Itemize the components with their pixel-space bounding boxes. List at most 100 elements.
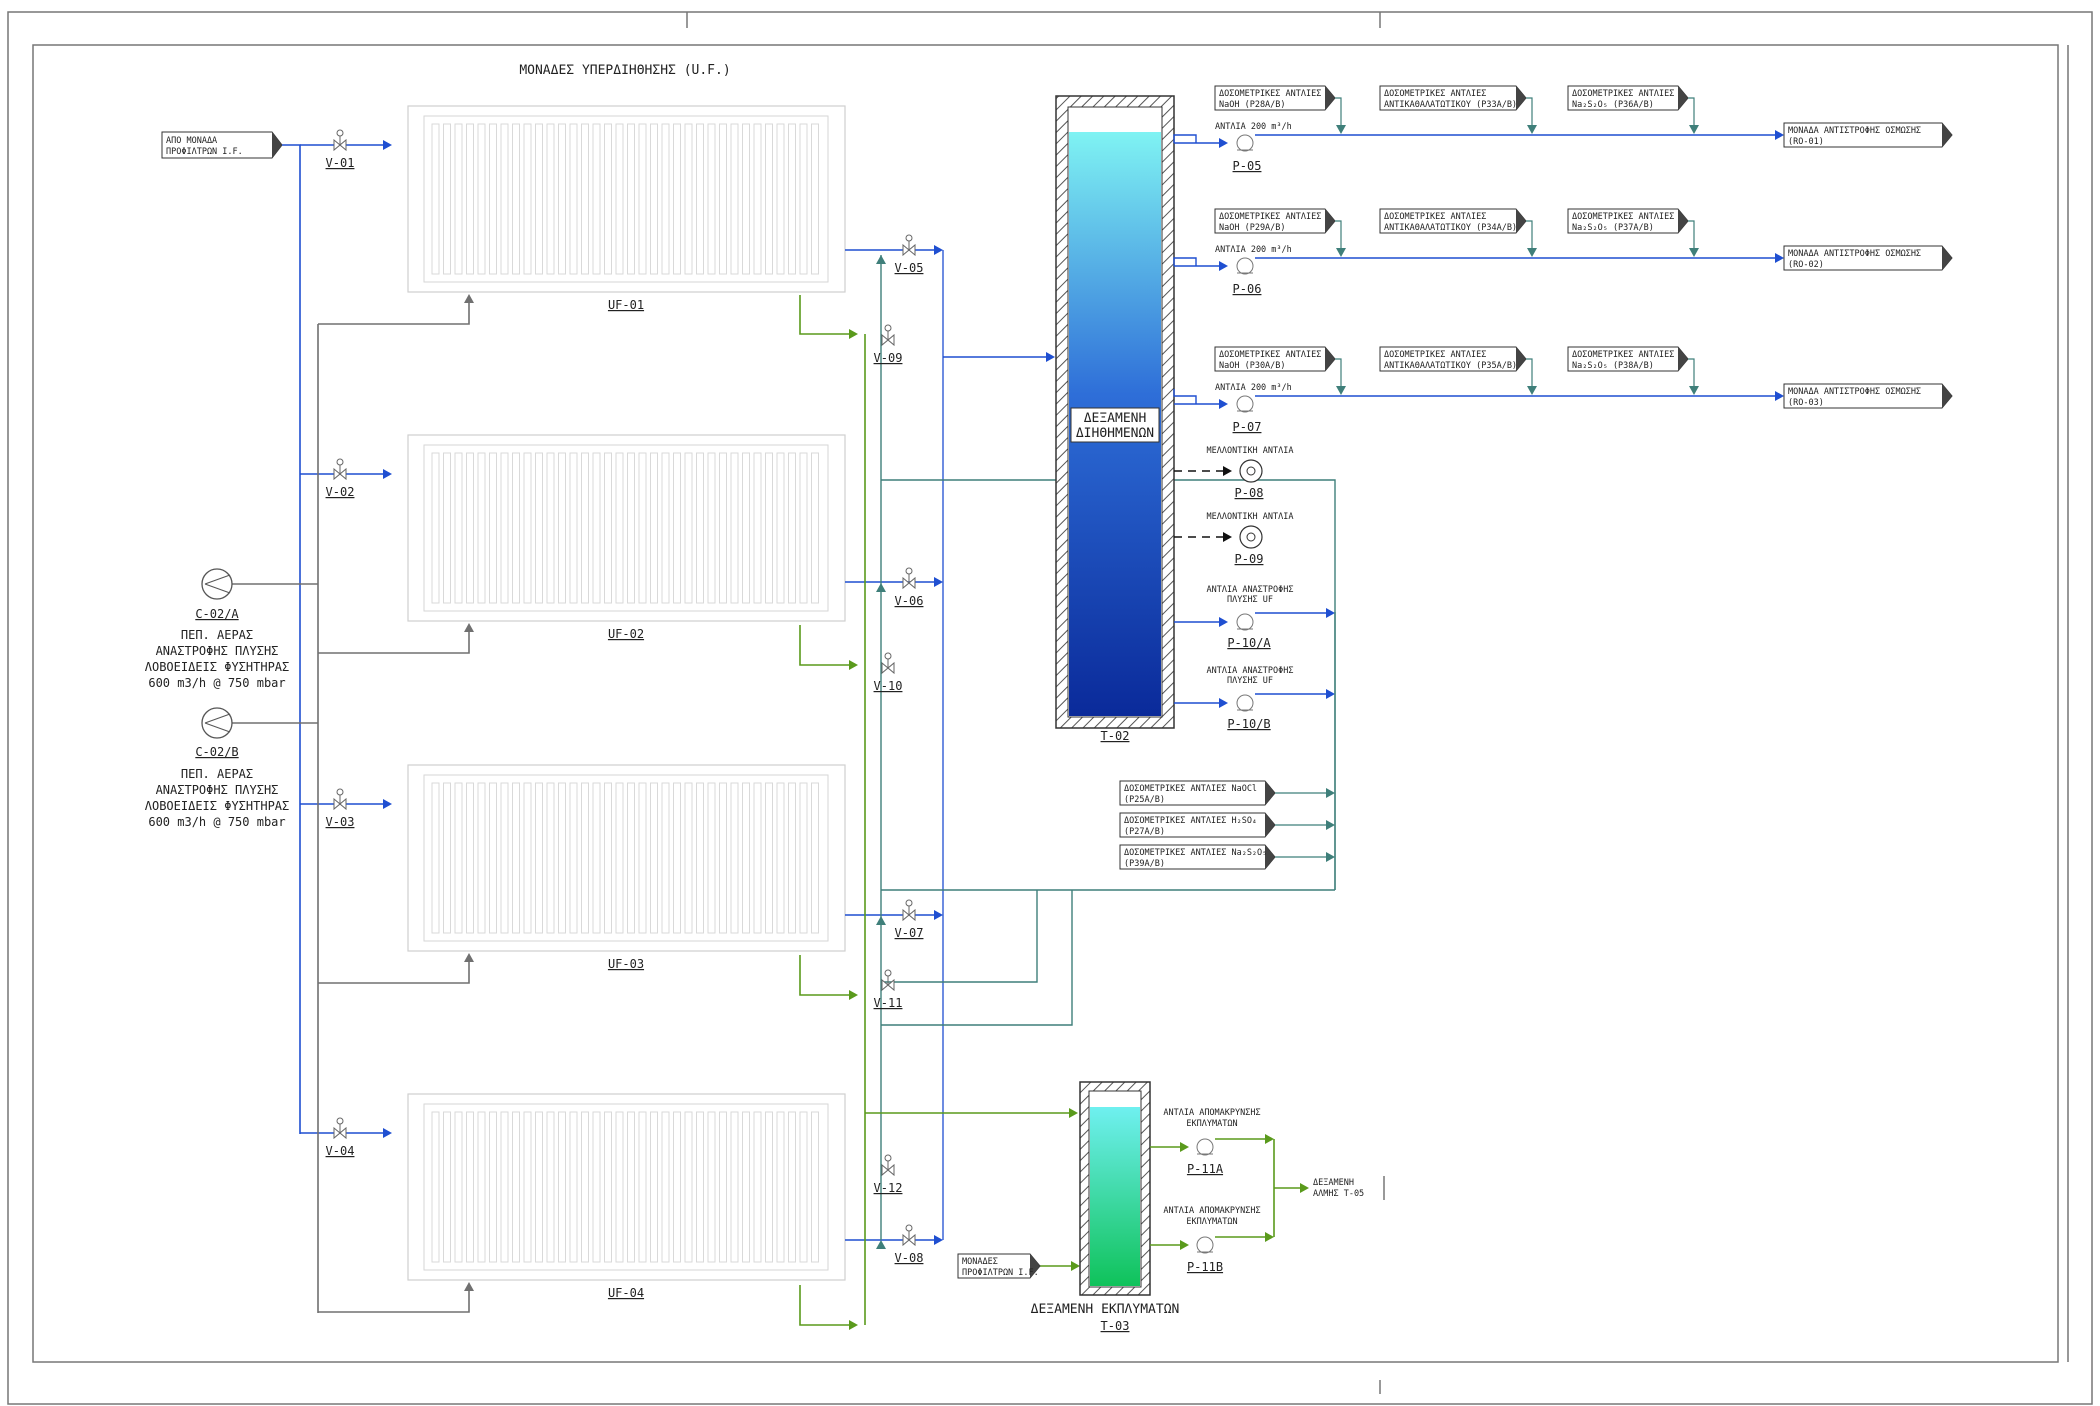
membrane-module bbox=[604, 1111, 612, 1263]
pump-icon bbox=[1236, 613, 1254, 631]
dosing-line bbox=[1335, 97, 1342, 132]
valve-tag: V-01 bbox=[326, 156, 355, 170]
membrane-module bbox=[615, 452, 624, 604]
membrane-module bbox=[523, 1111, 532, 1263]
feed-header bbox=[282, 144, 301, 1134]
valve-v-04: V-04 bbox=[326, 1117, 354, 1158]
backwash-supply-4 bbox=[881, 890, 1073, 1026]
valve-v-01: V-01 bbox=[326, 129, 355, 170]
membrane-module bbox=[638, 782, 647, 934]
membrane-module bbox=[489, 782, 497, 934]
membrane-module bbox=[776, 452, 785, 604]
blower-tag: C-02/A bbox=[195, 607, 239, 621]
pump-label-2: ΠΛΥΣΗΣ UF bbox=[1227, 595, 1273, 605]
membrane-module bbox=[627, 452, 635, 604]
flow-arrow-icon bbox=[1046, 352, 1055, 362]
actuator-icon bbox=[905, 1224, 913, 1232]
membrane-module bbox=[466, 782, 474, 934]
membrane-module bbox=[604, 123, 612, 275]
membrane-module bbox=[535, 782, 543, 934]
cip-dosing-connector: ΔΟΣΟΜΕΤΡΙΚΕΣ ΑΝΤΛΙΕΣ Na₂S₂O₅(P39A/B) bbox=[1119, 844, 1276, 870]
future-pump-label: ΜΕΛΛΟΝΤΙΚΗ ΑΝΤΛΙΑ bbox=[1207, 446, 1294, 456]
membrane-module bbox=[673, 452, 681, 604]
flow-arrow-icon bbox=[1219, 399, 1228, 409]
pump-p-11a bbox=[1196, 1138, 1214, 1156]
membrane-module bbox=[604, 452, 612, 604]
flow-arrow-icon bbox=[1069, 1108, 1078, 1118]
valve-v-03: V-03 bbox=[326, 788, 355, 829]
air-branch bbox=[318, 1288, 470, 1313]
membrane-module bbox=[730, 782, 739, 934]
pump-impeller-icon bbox=[1246, 466, 1256, 476]
membrane-module bbox=[696, 782, 704, 934]
actuator-icon bbox=[884, 324, 892, 332]
membrane-module bbox=[569, 123, 578, 275]
valve-v-09: V-09 bbox=[874, 324, 902, 365]
connector-label-1: ΔΟΣΟΜΕΤΡΙΚΕΣ ΑΝΤΛΙΕΣ NaOCl bbox=[1124, 784, 1257, 794]
membrane-module bbox=[454, 452, 463, 604]
connector-arrow-icon bbox=[1942, 123, 1952, 147]
membrane-module bbox=[489, 1111, 497, 1263]
flow-arrow-icon bbox=[1775, 391, 1784, 401]
valve-v-11: V-11 bbox=[874, 969, 902, 1010]
connector-label-1: ΜΟΝΑΔΕΣ bbox=[962, 1257, 998, 1267]
membrane-module bbox=[558, 782, 566, 934]
flow-arrow-icon bbox=[1336, 386, 1346, 395]
pump-p-11b bbox=[1196, 1236, 1214, 1254]
blower-desc-2: ΑΝΑΣΤΡΟΦΗΣ ΠΛΥΣΗΣ bbox=[156, 644, 279, 658]
flow-arrow-icon bbox=[464, 1282, 474, 1291]
membrane-module bbox=[811, 452, 819, 604]
membrane-module bbox=[523, 782, 532, 934]
membrane-module bbox=[512, 123, 520, 275]
membrane-module bbox=[696, 123, 704, 275]
membrane-module bbox=[730, 1111, 739, 1263]
ro-suction bbox=[1173, 257, 1197, 266]
membrane-module bbox=[477, 1111, 486, 1263]
valve-v-05: V-05 bbox=[895, 234, 924, 275]
pump-label-2: ΕΚΠΛΥΜΑΤΩΝ bbox=[1186, 1119, 1237, 1129]
pump-label-2: ΠΛΥΣΗΣ UF bbox=[1227, 676, 1273, 686]
connector-arrow-icon bbox=[1678, 86, 1688, 110]
blower-desc-2: ΑΝΑΣΤΡΟΦΗΣ ΠΛΥΣΗΣ bbox=[156, 783, 279, 797]
flow-arrow-icon bbox=[1326, 820, 1335, 830]
membrane-module bbox=[707, 782, 716, 934]
pump-p-05 bbox=[1236, 134, 1254, 152]
membrane-module bbox=[546, 123, 555, 275]
flow-arrow-icon bbox=[464, 953, 474, 962]
pump-icon bbox=[1196, 1236, 1214, 1254]
membrane-module bbox=[799, 782, 808, 934]
actuator-icon bbox=[336, 458, 344, 466]
membrane-module bbox=[592, 452, 601, 604]
membrane-module bbox=[788, 1111, 796, 1263]
connector-label-2: NaOH (P28A/B) bbox=[1219, 100, 1286, 110]
pump-icon bbox=[1236, 134, 1254, 152]
connector-arrow-icon bbox=[1678, 347, 1688, 371]
flow-arrow-icon bbox=[464, 623, 474, 632]
valve-v-02: V-02 bbox=[326, 458, 354, 499]
actuator-icon bbox=[336, 129, 344, 137]
membrane-module bbox=[707, 1111, 716, 1263]
tank-t02: ΔΕΞΑΜΕΝΗ ΔΙΗΘΗΜΕΝΩΝ T-02 bbox=[1055, 95, 1175, 743]
membrane-module bbox=[742, 782, 750, 934]
membrane-module bbox=[477, 782, 486, 934]
valve-tag: V-03 bbox=[326, 815, 355, 829]
membrane-module bbox=[535, 1111, 543, 1263]
valve-v-10: V-10 bbox=[874, 652, 902, 693]
pump-tag: P-09 bbox=[1235, 552, 1264, 566]
actuator-icon bbox=[905, 899, 913, 907]
membrane-module bbox=[546, 782, 555, 934]
flow-arrow-icon bbox=[876, 583, 886, 592]
blower-tag: C-02/B bbox=[195, 745, 238, 759]
connector-label-2: (RO-01) bbox=[1788, 137, 1824, 147]
backwash-supply-3 bbox=[881, 890, 1038, 983]
membrane-module bbox=[661, 1111, 670, 1263]
valve-tag: V-05 bbox=[895, 261, 924, 275]
flow-arrow-icon bbox=[383, 140, 392, 150]
membrane-module bbox=[581, 782, 589, 934]
cip-dosing-2: ΔΟΣΟΜΕΤΡΙΚΕΣ ΑΝΤΛΙΕΣ H₂SO₄(P27A/B) bbox=[1119, 812, 1335, 838]
flow-arrow-icon bbox=[1180, 1240, 1189, 1250]
